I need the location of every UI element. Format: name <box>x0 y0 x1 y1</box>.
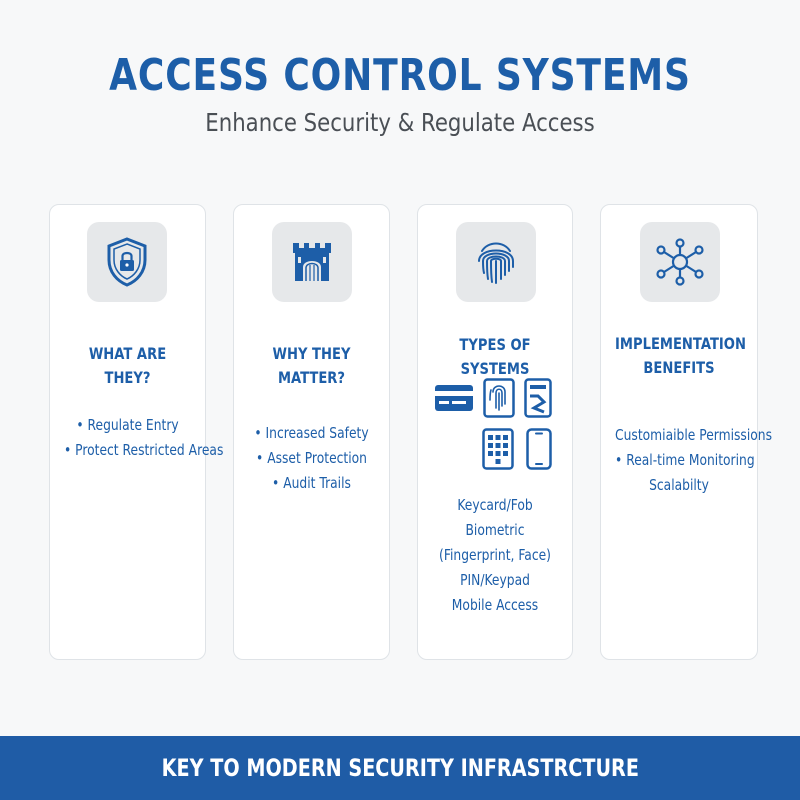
castle-gate-icon <box>293 243 331 281</box>
list-item: • Audit Trails <box>272 474 351 492</box>
fob-icon <box>524 378 552 418</box>
list-item: • Asset Protection <box>256 449 367 467</box>
mobile-phone-icon <box>526 428 552 470</box>
fingerprint-icon-box <box>456 222 536 302</box>
list-item: Customiaible Permissions <box>615 426 772 444</box>
footer-banner: KEY TO MODERN SECURITY INFRASTRCTURE <box>0 736 800 800</box>
card-list: • Increased Safety • Asset Protection • … <box>234 421 389 496</box>
card-list: Keycard/Fob Biometric (Fingerprint, Face… <box>418 493 572 618</box>
list-item: Biometric <box>465 521 525 539</box>
footer-text: KEY TO MODERN SECURITY INFRASTRCTURE <box>161 754 639 782</box>
page-title: ACCESS CONTROL SYSTEMS <box>109 50 691 101</box>
list-item: Scalabilty <box>649 476 709 494</box>
card-title: TYPES OF SYSTEMS <box>459 335 531 378</box>
page-subtitle: Enhance Security & Regulate Access <box>205 108 595 137</box>
castle-gate-icon-box <box>272 222 352 302</box>
keypad-icon <box>482 428 514 470</box>
card-list: Customiaible Permissions • Real-time Mon… <box>601 423 772 498</box>
card-implementation-benefits: IMPLEMENTATION BENEFITS Customiaible Per… <box>600 204 772 660</box>
shield-lock-icon-box <box>87 222 167 302</box>
list-item: Keycard/Fob <box>457 496 533 514</box>
card-title: IMPLEMENTATION BENEFITS <box>615 332 746 380</box>
card-title: WHY THEY MATTER? <box>272 344 351 387</box>
list-item: PIN/Keypad <box>460 571 530 589</box>
card-why-they-matter: WHY THEY MATTER? • Increased Safety • As… <box>233 204 390 660</box>
list-item: • Increased Safety <box>254 424 369 442</box>
keycard-icon <box>435 385 473 411</box>
network-hub-icon-box <box>640 222 720 302</box>
card-title: WHAT ARE THEY? <box>88 344 167 387</box>
list-item: (Fingerprint, Face) <box>439 546 551 564</box>
list-item: • Protect Restricted Areas <box>63 441 224 459</box>
shield-lock-icon <box>107 237 147 287</box>
card-title-line: BENEFITS <box>643 358 715 377</box>
card-types-of-systems: TYPES OF SYSTEMS Keycard/Fob Biometric (… <box>417 204 573 660</box>
network-hub-icon <box>656 238 704 286</box>
card-what-are-they: WHAT ARE THEY? • Regulate Entry • Protec… <box>49 204 224 660</box>
fingerprint-icon <box>478 242 514 284</box>
card-title-line: IMPLEMENTATION <box>615 334 746 353</box>
list-item: • Real-time Monitoring <box>615 451 755 469</box>
list-item: • Regulate Entry <box>76 416 179 434</box>
card-list: • Regulate Entry • Protect Restricted Ar… <box>50 413 224 463</box>
list-item: Mobile Access <box>451 596 539 614</box>
fingerprint-reader-icon <box>483 378 515 418</box>
